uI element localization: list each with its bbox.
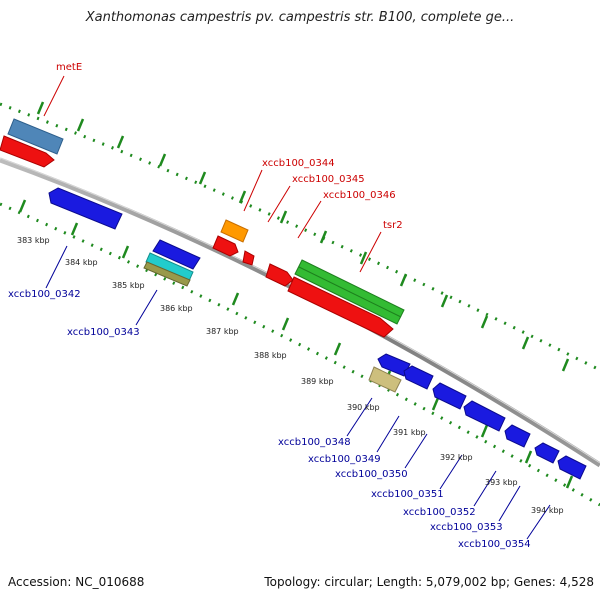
gene-label[interactable]: xccb100_0351 — [371, 489, 444, 500]
gene-label[interactable]: xccb100_0348 — [278, 437, 351, 448]
gene-label[interactable]: xccb100_0350 — [335, 469, 408, 480]
map-title: Xanthomonas campestris pv. campestris st… — [85, 10, 515, 25]
scale-label: 389 kbp — [301, 377, 334, 386]
gene-red-arrow-left[interactable] — [0, 135, 55, 168]
gene-label[interactable]: xccb100_0342 — [8, 289, 81, 300]
gene-labels-reverse: xccb100_0342 xccb100_0343 xccb100_0348 x… — [8, 289, 531, 550]
topology-text: Topology: circular; Length: 5,079,002 bp… — [264, 575, 594, 589]
gene-label[interactable]: xccb100_0353 — [430, 522, 503, 533]
accession-text: Accession: NC_010688 — [8, 575, 145, 589]
scale-label: 385 kbp — [112, 281, 145, 290]
gene-xccb100_0346-red-small[interactable] — [242, 250, 255, 266]
scale-label: 383 kbp — [17, 236, 50, 245]
gene-label[interactable]: xccb100_0352 — [403, 507, 476, 518]
scale-label: 393 kbp — [485, 478, 518, 487]
scale-label: 387 kbp — [206, 327, 239, 336]
gene-label[interactable]: xccb100_0343 — [67, 327, 140, 338]
gene-xccb100_0343-olive[interactable] — [143, 261, 191, 287]
gene-label[interactable]: tsr2 — [383, 220, 403, 231]
gene-label[interactable]: xccb100_0346 — [323, 190, 396, 201]
gene-metE-block[interactable] — [7, 118, 64, 155]
gene-red-long-arrow[interactable] — [287, 276, 394, 338]
scale-label: 390 kbp — [347, 403, 380, 412]
reverse-strand-features — [48, 187, 587, 480]
scale-label: 391 kbp — [393, 428, 426, 437]
gene-xccb100_0344-orange[interactable] — [220, 219, 249, 243]
inner-scale-ring — [0, 202, 600, 507]
scale-label: 388 kbp — [254, 351, 287, 360]
scale-labels: 383 kbp 384 kbp 385 kbp 386 kbp 387 kbp … — [17, 236, 564, 515]
scale-label: 384 kbp — [65, 258, 98, 267]
gene-xccb100_0345-red[interactable] — [212, 235, 239, 257]
gene-blue-394[interactable] — [557, 455, 587, 480]
forward-strand-features — [0, 118, 405, 338]
gene-blue-385[interactable] — [152, 239, 201, 270]
scale-label: 392 kbp — [440, 453, 473, 462]
gene-khaki-389[interactable] — [368, 366, 402, 393]
scale-label: 386 kbp — [160, 304, 193, 313]
gene-blue-390[interactable] — [432, 382, 467, 410]
gene-xccb100_0342-block[interactable] — [48, 187, 123, 230]
gene-label[interactable]: xccb100_0345 — [292, 174, 365, 185]
label-leaders-blue — [45, 245, 551, 540]
gene-blue-391[interactable] — [463, 400, 506, 432]
gene-label[interactable]: xccb100_0354 — [458, 539, 531, 550]
gene-label[interactable]: xccb100_0349 — [308, 454, 381, 465]
gene-red-arrow-mid[interactable] — [265, 263, 294, 287]
gene-blue-389a[interactable] — [377, 353, 411, 377]
gene-blue-389b[interactable] — [403, 365, 434, 390]
gene-blue-393[interactable] — [534, 442, 560, 464]
scale-label: 394 kbp — [531, 506, 564, 515]
gene-blue-392[interactable] — [504, 424, 531, 448]
gene-label[interactable]: metE — [56, 62, 82, 73]
outer-major-ticks — [36, 101, 570, 372]
label-leaders-red — [43, 75, 382, 273]
gene-label[interactable]: xccb100_0344 — [262, 158, 335, 169]
gene-labels-forward: metE xccb100_0344 xccb100_0345 xccb100_0… — [56, 62, 403, 231]
